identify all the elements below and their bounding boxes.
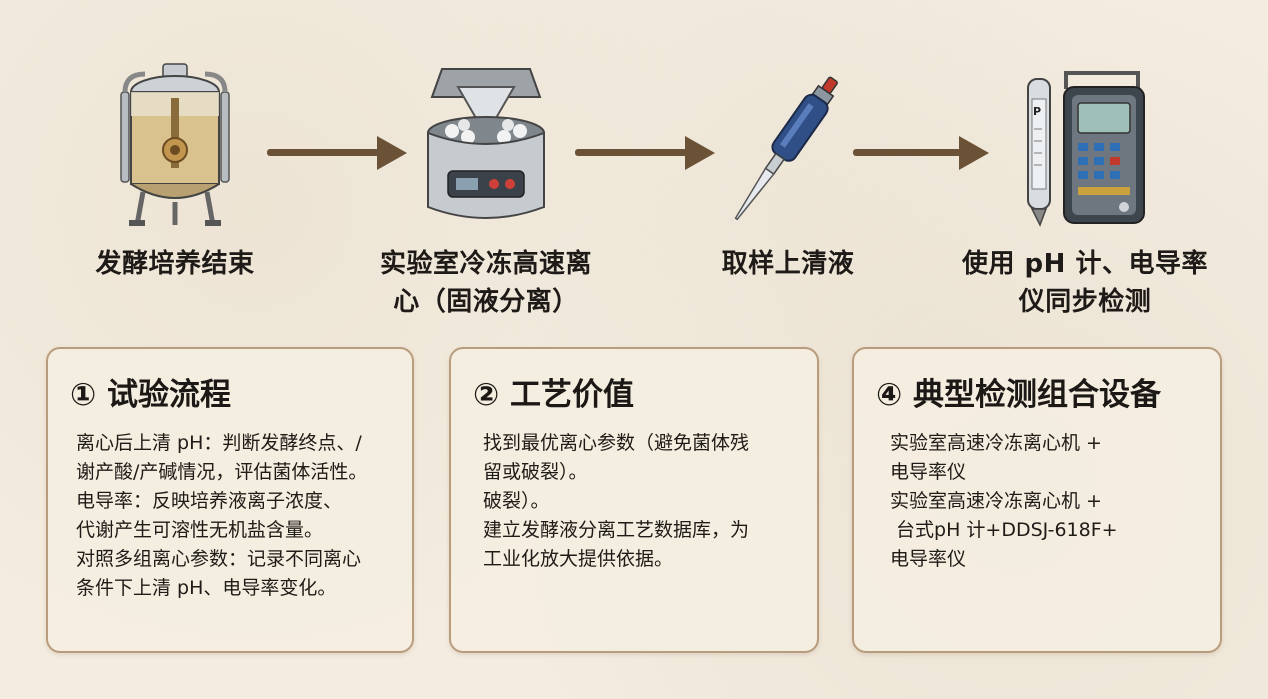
step-centrifuge: 实验室冷冻高速离 心（固液分离） — [368, 55, 604, 321]
card-line: 谢产酸/产碱情况，评估菌体活性。 — [76, 461, 368, 483]
card-line: 台式pH 计+DDSJ-618F+ — [890, 519, 1118, 541]
card-title: ① 试验流程 — [70, 377, 232, 413]
card-typical-equipment: ④ 典型检测组合设备 实验室高速冷冻离心机 + 电导率仪 实验室高速冷冻离心机 … — [852, 347, 1222, 653]
step-label: 实验室冷冻高速离 心（固液分离） — [379, 249, 592, 317]
card-line: 找到最优离心参数（避免菌体残 — [483, 432, 750, 454]
step-sample-supernatant: 取样上清液 — [690, 55, 886, 283]
card-body: 离心后上清 pH：判断发酵终点、/ 谢产酸/产碱情况，评估菌体活性。 电导率：反… — [76, 429, 398, 603]
svg-text:P: P — [1033, 105, 1041, 118]
pipette-icon — [690, 55, 886, 227]
arrow-right-icon — [575, 136, 715, 170]
step-label: 发酵培养结束 — [95, 249, 255, 279]
step-ph-conductivity-test: P 使用 pH 计、电导率 仪同步检测 — [955, 55, 1215, 321]
arrow-right-icon — [267, 136, 407, 170]
card-body: 找到最优离心参数（避免菌体残 留或破裂）。 破裂）。 建立发酵液分离工艺数据库，… — [483, 429, 803, 574]
card-line: 离心后上清 pH：判断发酵终点、/ — [76, 432, 362, 454]
card-line: 实验室高速冷冻离心机 + — [890, 432, 1102, 454]
card-line: 对照多组离心参数：记录不同离心 — [76, 548, 362, 570]
ph-conductivity-meter-icon: P — [955, 55, 1215, 227]
card-line: 电导率仪 — [890, 548, 967, 570]
arrow-right-icon — [853, 136, 993, 170]
card-line: 代谢产生可溶性无机盐含量。 — [76, 519, 324, 541]
card-line: 留或破裂）。 — [483, 461, 588, 483]
card-line: 电导率仪 — [890, 461, 967, 483]
card-line: 条件下上清 pH、电导率变化。 — [76, 577, 337, 599]
card-line: 实验室高速冷冻离心机 + — [890, 490, 1102, 512]
card-body: 实验室高速冷冻离心机 + 电导率仪 实验室高速冷冻离心机 + 台式pH 计+DD… — [890, 429, 1206, 574]
centrifuge-icon — [368, 55, 604, 227]
card-title: ④ 典型检测组合设备 — [876, 377, 1162, 413]
card-title: ② 工艺价值 — [473, 377, 635, 413]
card-test-procedure: ① 试验流程 离心后上清 pH：判断发酵终点、/ 谢产酸/产碱情况，评估菌体活性… — [46, 347, 414, 653]
card-process-value: ② 工艺价值 找到最优离心参数（避免菌体残 留或破裂）。 破裂）。 建立发酵液分… — [449, 347, 819, 653]
step-label: 取样上清液 — [721, 249, 855, 279]
card-line: 电导率：反映培养液离子浓度、 — [76, 490, 343, 512]
card-line: 破裂）。 — [483, 490, 550, 512]
card-line: 工业化放大提供依据。 — [483, 548, 674, 570]
step-label: 使用 pH 计、电导率 仪同步检测 — [962, 249, 1208, 317]
step-fermentation-end: 发酵培养结束 — [75, 55, 275, 283]
fermenter-icon — [75, 55, 275, 227]
card-line: 建立发酵液分离工艺数据库，为 — [483, 519, 750, 541]
